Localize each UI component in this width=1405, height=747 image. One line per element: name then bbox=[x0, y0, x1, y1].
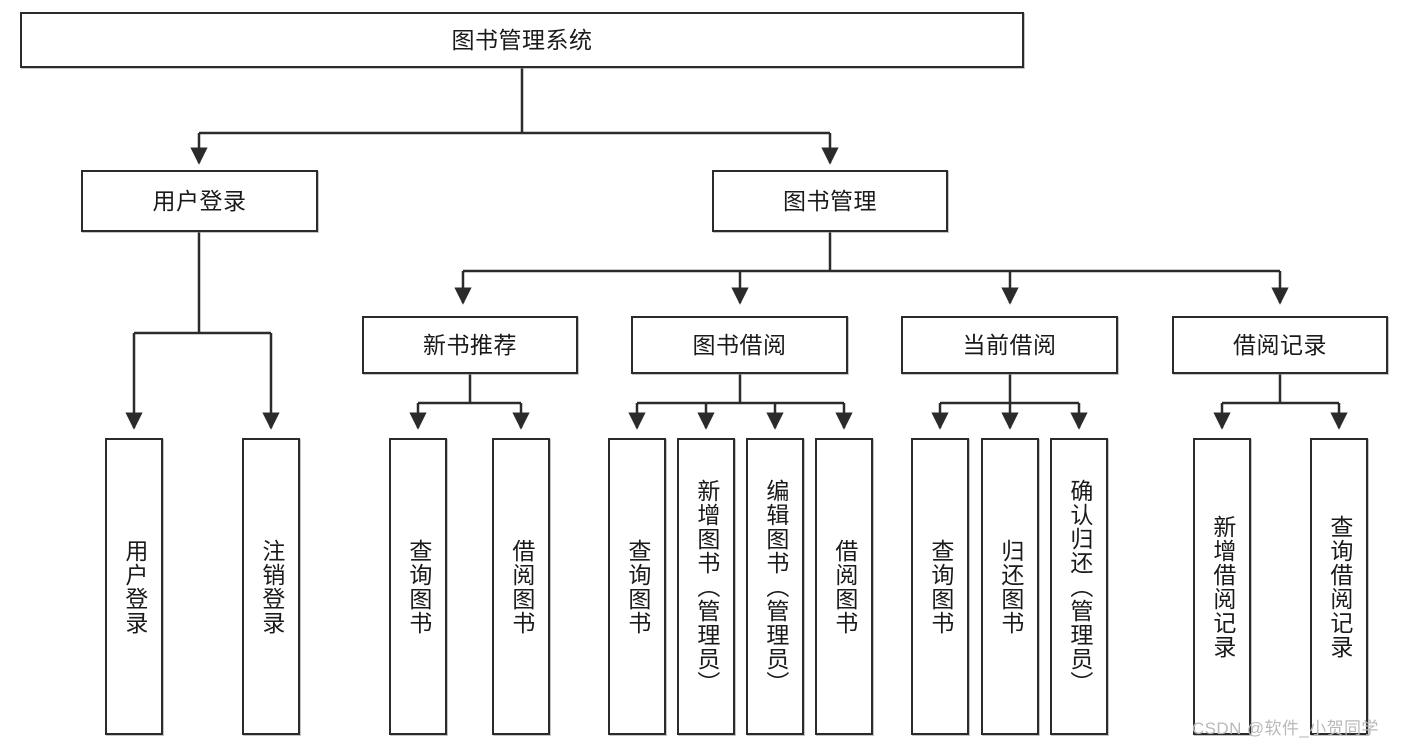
node-leaf-query-book-2-label: 查询图书 bbox=[624, 538, 651, 635]
node-leaf-query-record[interactable]: 查询借阅记录 bbox=[1310, 438, 1368, 735]
node-leaf-borrow-book-2[interactable]: 借阅图书 bbox=[815, 438, 873, 735]
node-leaf-borrow-book-1[interactable]: 借阅图书 bbox=[492, 438, 550, 735]
node-leaf-logout[interactable]: 注销登录 bbox=[242, 438, 300, 735]
node-root[interactable]: 图书管理系统 bbox=[20, 12, 1024, 68]
node-leaf-add-book[interactable]: 新增图书（管理员） bbox=[677, 438, 735, 735]
node-leaf-query-book-3[interactable]: 查询图书 bbox=[911, 438, 969, 735]
node-leaf-add-record-label: 新增借阅记录 bbox=[1209, 514, 1236, 659]
node-leaf-add-book-label: 新增图书（管理员） bbox=[693, 478, 720, 695]
node-book-borrow-label: 图书借阅 bbox=[692, 331, 787, 358]
node-leaf-confirm-return-label: 确认归还（管理员） bbox=[1066, 478, 1093, 695]
node-borrow-record[interactable]: 借阅记录 bbox=[1172, 316, 1388, 374]
node-leaf-return-book[interactable]: 归还图书 bbox=[981, 438, 1039, 735]
node-current-borrow[interactable]: 当前借阅 bbox=[901, 316, 1118, 374]
node-leaf-edit-book-label: 编辑图书（管理员） bbox=[762, 478, 789, 695]
node-borrow-record-label: 借阅记录 bbox=[1233, 331, 1327, 358]
node-leaf-edit-book[interactable]: 编辑图书（管理员） bbox=[746, 438, 804, 735]
node-leaf-logout-label: 注销登录 bbox=[258, 538, 285, 635]
node-leaf-query-book-3-label: 查询图书 bbox=[927, 538, 954, 635]
node-user-login[interactable]: 用户登录 bbox=[81, 170, 318, 232]
node-book-management[interactable]: 图书管理 bbox=[712, 170, 948, 232]
node-current-borrow-label: 当前借阅 bbox=[962, 331, 1057, 358]
node-leaf-query-record-label: 查询借阅记录 bbox=[1326, 514, 1353, 659]
node-leaf-user-login[interactable]: 用户登录 bbox=[105, 438, 163, 735]
node-leaf-add-record[interactable]: 新增借阅记录 bbox=[1193, 438, 1251, 735]
node-new-book-recommend[interactable]: 新书推荐 bbox=[362, 316, 578, 374]
node-leaf-confirm-return[interactable]: 确认归还（管理员） bbox=[1050, 438, 1108, 735]
node-leaf-user-login-label: 用户登录 bbox=[121, 538, 148, 635]
node-new-book-recommend-label: 新书推荐 bbox=[423, 331, 517, 358]
node-user-login-label: 用户登录 bbox=[152, 187, 247, 214]
node-book-management-label: 图书管理 bbox=[783, 187, 877, 214]
node-leaf-query-book-2[interactable]: 查询图书 bbox=[608, 438, 666, 735]
node-leaf-query-book-1-label: 查询图书 bbox=[405, 538, 432, 635]
node-leaf-query-book-1[interactable]: 查询图书 bbox=[389, 438, 447, 735]
node-book-borrow[interactable]: 图书借阅 bbox=[631, 316, 848, 374]
node-leaf-borrow-book-1-label: 借阅图书 bbox=[508, 538, 535, 635]
node-leaf-borrow-book-2-label: 借阅图书 bbox=[831, 538, 858, 635]
node-root-label: 图书管理系统 bbox=[451, 26, 593, 53]
node-leaf-return-book-label: 归还图书 bbox=[997, 538, 1024, 635]
